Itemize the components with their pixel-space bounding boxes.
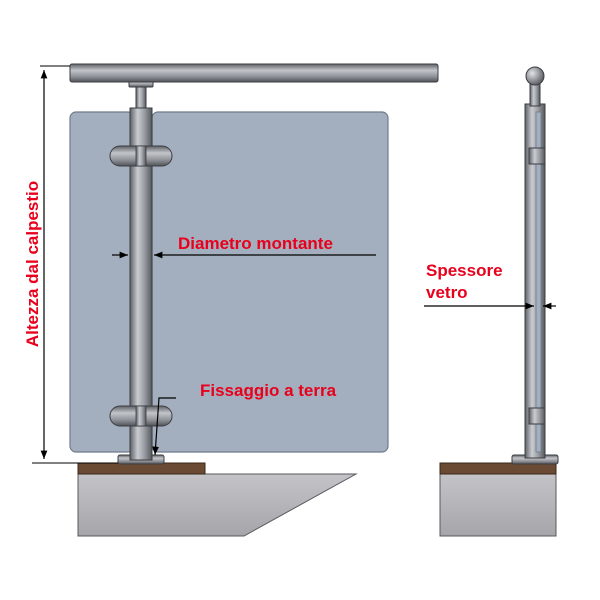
glass-clamp-bottom-core [135,405,147,427]
floor-fixing-leader [152,397,176,456]
side-clamp-bottom [528,407,546,425]
concrete-base-front [77,473,358,537]
label-floor-fixing: Fissaggio a terra [200,381,337,400]
label-glass-thickness-line1: Spessore [426,261,503,280]
handrail-ball-end [525,66,545,86]
post-cap-front [135,85,147,109]
glass-edge-side [535,111,542,453]
concrete-base-side [439,473,557,537]
label-glass-thickness-line2: vetro [426,283,468,302]
post-cap-side [529,83,541,107]
side-clamp-top [528,147,546,165]
label-height-from-floor: Altezza dal calpestio [23,181,42,347]
handrail [69,63,439,83]
floor-slab-side [439,462,557,475]
glass-clamp-top-core [135,145,147,167]
label-post-diameter: Diametro montante [178,234,333,253]
glass-panel-main [151,111,389,453]
floor-slab-front [77,462,206,475]
